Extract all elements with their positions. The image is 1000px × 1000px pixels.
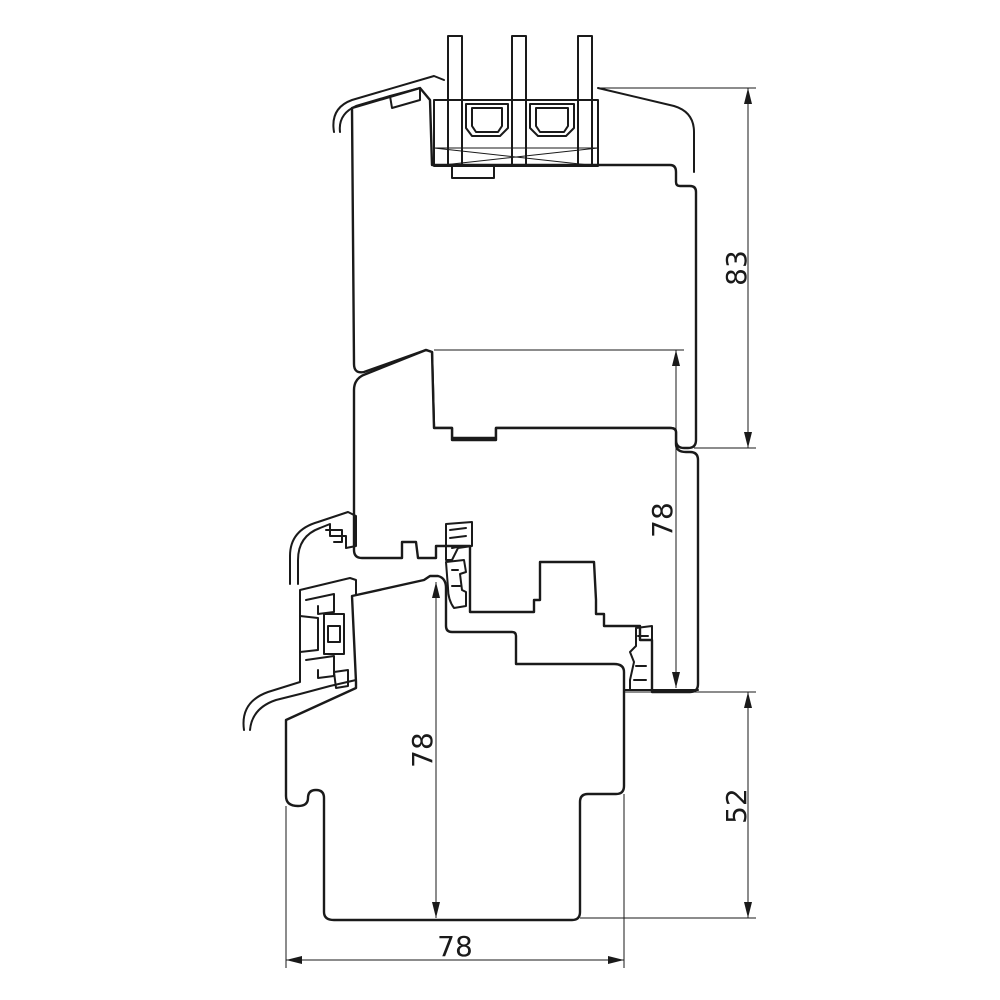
middle-sash — [352, 348, 700, 694]
dimension-78-width: 78 — [285, 794, 625, 968]
dimension-78-width-label: 78 — [437, 930, 473, 963]
bottom-frame — [284, 574, 626, 922]
dimension-83: 83 — [598, 87, 756, 449]
glazing-unit — [433, 35, 599, 179]
dimension-52: 52 — [580, 691, 756, 919]
center-gaskets — [445, 521, 699, 691]
dimension-78-frame: 78 — [406, 582, 440, 918]
dimension-52-label: 52 — [720, 788, 753, 824]
dimension-78-sash-label: 78 — [646, 502, 679, 538]
dimension-78-frame-label: 78 — [406, 732, 439, 768]
dimension-83-label: 83 — [720, 250, 753, 286]
mid-drip-profile — [289, 511, 357, 585]
dimension-78-sash: 78 — [434, 349, 684, 688]
sill-drip-profile — [242, 577, 357, 731]
top-drip-profile — [332, 75, 445, 133]
